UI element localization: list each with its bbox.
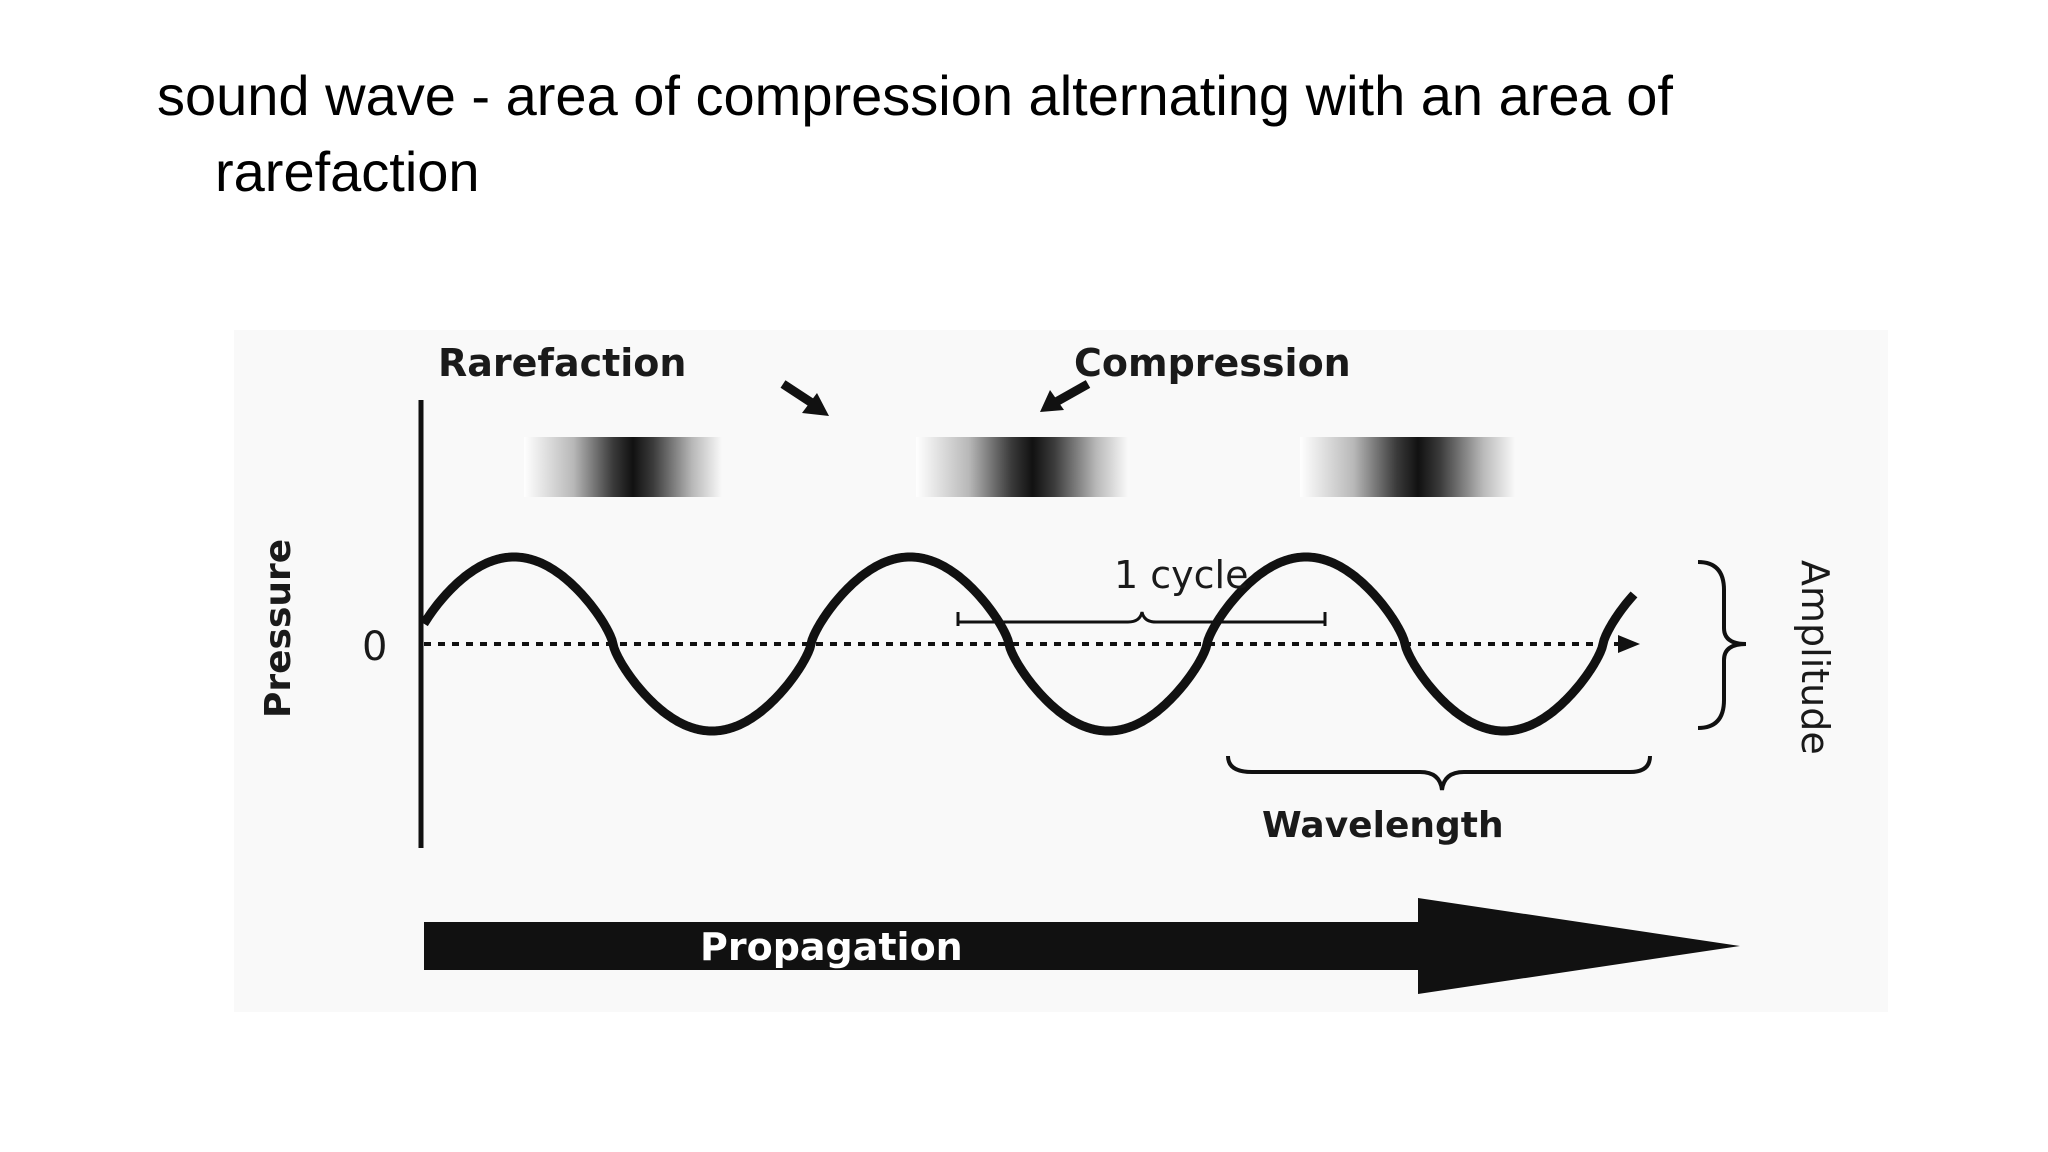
one-cycle-label: 1 cycle	[1114, 553, 1248, 597]
wavelength-brace	[1226, 755, 1652, 791]
propagation-arrow	[424, 898, 1740, 994]
zero-line-arrowhead	[1618, 635, 1640, 653]
wavelength-label: Wavelength	[1262, 805, 1504, 846]
slide-text-line-1: sound wave - area of compression alterna…	[157, 64, 1673, 127]
compression-band-3	[1300, 437, 1515, 497]
one-cycle-bracket	[956, 611, 1327, 626]
propagation-label: Propagation	[700, 925, 963, 969]
compression-label: Compression	[1074, 341, 1351, 385]
rarefaction-pointer-arrow	[780, 380, 829, 416]
amplitude-brace	[1697, 560, 1747, 730]
compression-band-2	[916, 437, 1128, 497]
compression-band-1	[524, 437, 722, 497]
amplitude-label: Amplitude	[1793, 560, 1837, 755]
slide-body-text: sound wave - area of compression alterna…	[157, 58, 1757, 210]
rarefaction-label: Rarefaction	[438, 341, 686, 385]
slide-text-line-2: rarefaction	[215, 140, 480, 203]
pressure-axis-label: Pressure	[258, 539, 299, 718]
compression-pointer-arrow	[1040, 380, 1091, 412]
pressure-wave-curve	[420, 552, 1638, 736]
zero-label: 0	[362, 624, 387, 670]
